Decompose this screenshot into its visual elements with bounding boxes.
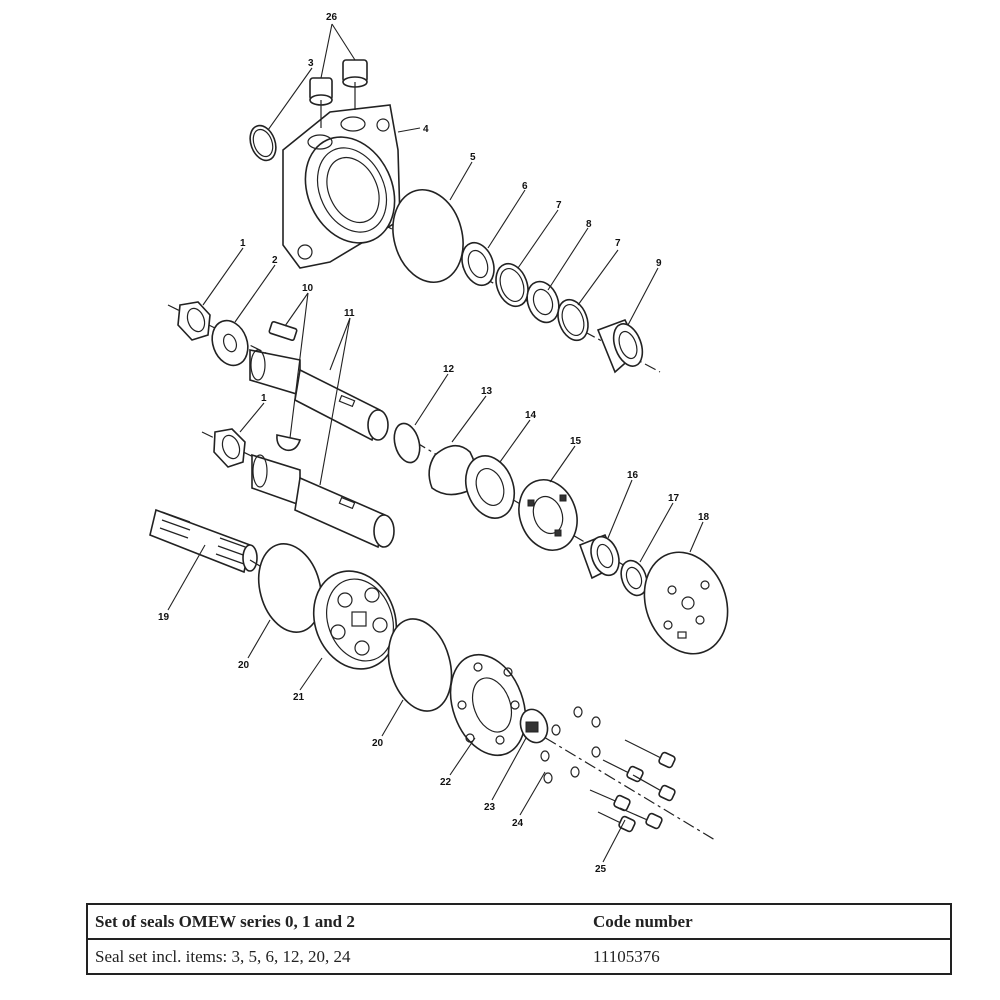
part-shaft-11-lower xyxy=(251,453,395,549)
callout-8: 8 xyxy=(586,219,592,230)
part-bearing-row-top xyxy=(461,241,644,374)
callout-labels: 26 3 4 5 6 7 8 7 9 1 2 10 11 12 13 14 15… xyxy=(158,12,710,875)
part-nut-1-upper xyxy=(177,301,211,341)
part-nut-1-lower xyxy=(213,428,246,468)
callout-26: 26 xyxy=(326,12,338,23)
callout-1b: 1 xyxy=(261,393,267,404)
part-end-cover-18 xyxy=(643,551,729,655)
part-seal-ring-3 xyxy=(249,124,277,162)
callout-20b: 20 xyxy=(372,738,384,749)
callout-10: 10 xyxy=(302,283,314,294)
part-bolts-25 xyxy=(589,739,676,833)
callout-12: 12 xyxy=(443,364,455,375)
callout-18: 18 xyxy=(698,512,710,523)
callout-24: 24 xyxy=(512,818,524,829)
seal-set-table: Set of seals OMEW series 0, 1 and 2 Code… xyxy=(86,903,952,975)
part-carrier-15 xyxy=(518,479,578,551)
part-spline-shaft-19 xyxy=(149,508,258,574)
callout-13: 13 xyxy=(481,386,493,397)
part-o-ring-20b xyxy=(387,618,453,712)
callout-14: 14 xyxy=(525,410,537,421)
table-header-row: Set of seals OMEW series 0, 1 and 2 Code… xyxy=(86,903,952,940)
callout-21: 21 xyxy=(293,692,305,703)
part-bearing-16 xyxy=(578,533,620,580)
callout-5: 5 xyxy=(470,152,476,163)
callout-1a: 1 xyxy=(240,238,246,249)
table-header-set: Set of seals OMEW series 0, 1 and 2 xyxy=(86,903,586,940)
table-cell-code: 11105376 xyxy=(586,938,952,975)
callout-20a: 20 xyxy=(238,660,250,671)
callout-2: 2 xyxy=(272,255,278,266)
part-washers-24 xyxy=(540,706,601,784)
callout-23: 23 xyxy=(484,802,496,813)
part-key-10b xyxy=(276,434,302,452)
callout-7b: 7 xyxy=(615,238,621,249)
part-valve-plate-22 xyxy=(449,653,527,757)
axis-line xyxy=(299,179,661,373)
table-row: Seal set incl. items: 3, 5, 6, 12, 20, 2… xyxy=(86,938,952,975)
part-housing xyxy=(282,104,401,269)
callout-22: 22 xyxy=(440,777,452,788)
part-check-valve-23 xyxy=(519,708,549,744)
part-o-ring-5 xyxy=(392,188,464,284)
callout-6: 6 xyxy=(522,181,528,192)
callout-3: 3 xyxy=(308,58,314,69)
callout-19: 19 xyxy=(158,612,170,623)
part-o-ring-12 xyxy=(393,422,421,464)
callout-11: 11 xyxy=(344,308,355,319)
callout-9: 9 xyxy=(656,258,662,269)
callout-7a: 7 xyxy=(556,200,562,211)
leader-lines xyxy=(167,23,704,863)
table-cell-description: Seal set incl. items: 3, 5, 6, 12, 20, 2… xyxy=(86,938,586,975)
part-gear-set-21 xyxy=(312,570,398,670)
callout-4: 4 xyxy=(423,124,429,135)
callout-17: 17 xyxy=(668,493,680,504)
exploded-view-diagram: 26 3 4 5 6 7 8 7 9 1 2 10 11 12 13 14 15… xyxy=(149,12,729,875)
callout-16: 16 xyxy=(627,470,639,481)
part-ring-14 xyxy=(464,455,516,519)
part-shaft-11-upper xyxy=(249,349,389,442)
table-header-code: Code number xyxy=(586,903,952,940)
part-washer-2 xyxy=(211,319,249,367)
callout-15: 15 xyxy=(570,436,582,447)
part-o-ring-20a xyxy=(257,543,323,633)
callout-25: 25 xyxy=(595,864,607,875)
part-key-10a xyxy=(268,320,298,342)
